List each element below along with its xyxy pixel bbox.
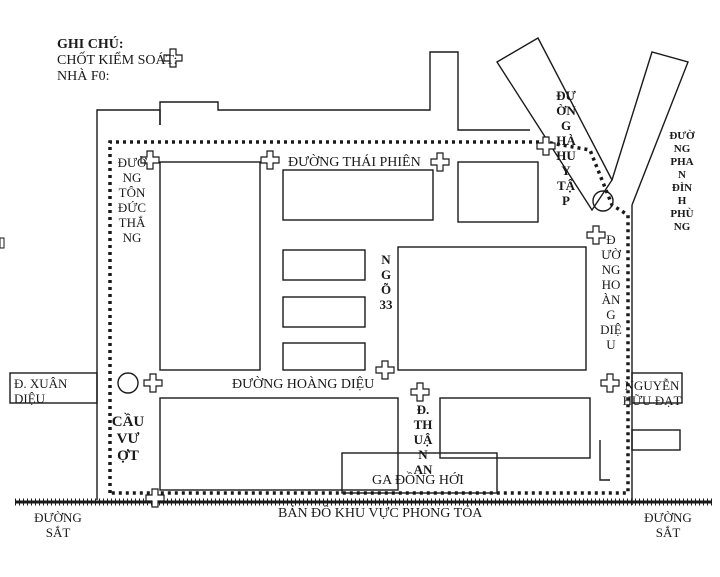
roundabout-top-right (592, 190, 614, 212)
xuan-dieu-road (9, 372, 98, 404)
label-xuan-dieu: Đ. XUÂN DIỆU (14, 376, 68, 406)
legend-f0-house: NHÀ F0: (57, 69, 110, 84)
block-1 (159, 161, 261, 371)
legend: GHI CHÚ: CHỐT KIỂM SOÁT: NHÀ F0: (57, 37, 177, 85)
block-7 (457, 161, 539, 223)
road-right-inner (599, 440, 610, 481)
checkpoint-icon (140, 150, 160, 170)
block-5 (282, 342, 366, 371)
label-ton-duc-thang: ĐƯỜ NG TÔN ĐỨC THẮ NG (117, 155, 147, 245)
roundabout-cau-vuot (117, 372, 139, 394)
label-thai-phien: ĐƯỜNG THÁI PHIÊN (288, 155, 421, 170)
checkpoint-icon (375, 360, 395, 380)
road-outline-top (159, 51, 530, 131)
nguyen-huu-dat-road (631, 372, 683, 404)
label-cau-vuot: CẦU VƯ ỢT (111, 414, 145, 464)
label-ha-huy-tap: ĐƯ ỜN G HÀ HU Y TẬ P (556, 88, 576, 208)
label-railway-right: ĐƯỜNG SẮT (644, 510, 692, 540)
map-caption: BẢN ĐỒ KHU VỰC PHONG TỎA (278, 506, 483, 521)
block-8 (159, 397, 399, 491)
label-ga-dong-hoi: GA ĐỒNG HỚI (372, 473, 464, 488)
lockdown-boundary (108, 140, 630, 495)
road-phan-dinh-phung (611, 51, 689, 206)
block-9 (439, 397, 591, 459)
small-box-right (631, 429, 681, 451)
checkpoint-icon (163, 48, 183, 68)
block-6 (397, 246, 587, 371)
checkpoint-icon (430, 152, 450, 172)
label-hoang-dieu: ĐƯỜNG HOÀNG DIỆU (232, 377, 375, 392)
checkpoint-icon (145, 488, 165, 508)
checkpoint-icon (536, 136, 556, 156)
checkpoint-icon (600, 373, 620, 393)
block-4 (282, 296, 366, 328)
label-phan-dinh-phung: ĐƯỜ NG PHA N ĐÌN H PHÙ NG (669, 130, 695, 233)
legend-title: GHI CHÚ: (57, 37, 124, 52)
checkpoint-icon (586, 225, 606, 245)
checkpoint-icon (260, 150, 280, 170)
label-ngo-33: N G Õ 33 (379, 252, 393, 312)
block-3 (282, 249, 366, 281)
label-hoang-dieu-vertical: Đ ƯỜ NG HO ÀN G DIỆ U (600, 232, 622, 352)
label-railway-left: ĐƯỜNG SẮT (34, 510, 82, 540)
checkpoint-icons (140, 48, 620, 508)
station-building (341, 452, 498, 494)
label-thuan-an: Đ. TH UẬ N AN (413, 402, 433, 477)
label-nguyen-huu-dat: NGUYỄN HỮU ĐẠT (622, 378, 682, 408)
checkpoint-icon (410, 382, 430, 402)
block-2 (282, 169, 434, 221)
edge-marker (0, 237, 5, 249)
legend-checkpoint: CHỐT KIỂM SOÁT: (57, 53, 178, 68)
checkpoint-icon (143, 373, 163, 393)
